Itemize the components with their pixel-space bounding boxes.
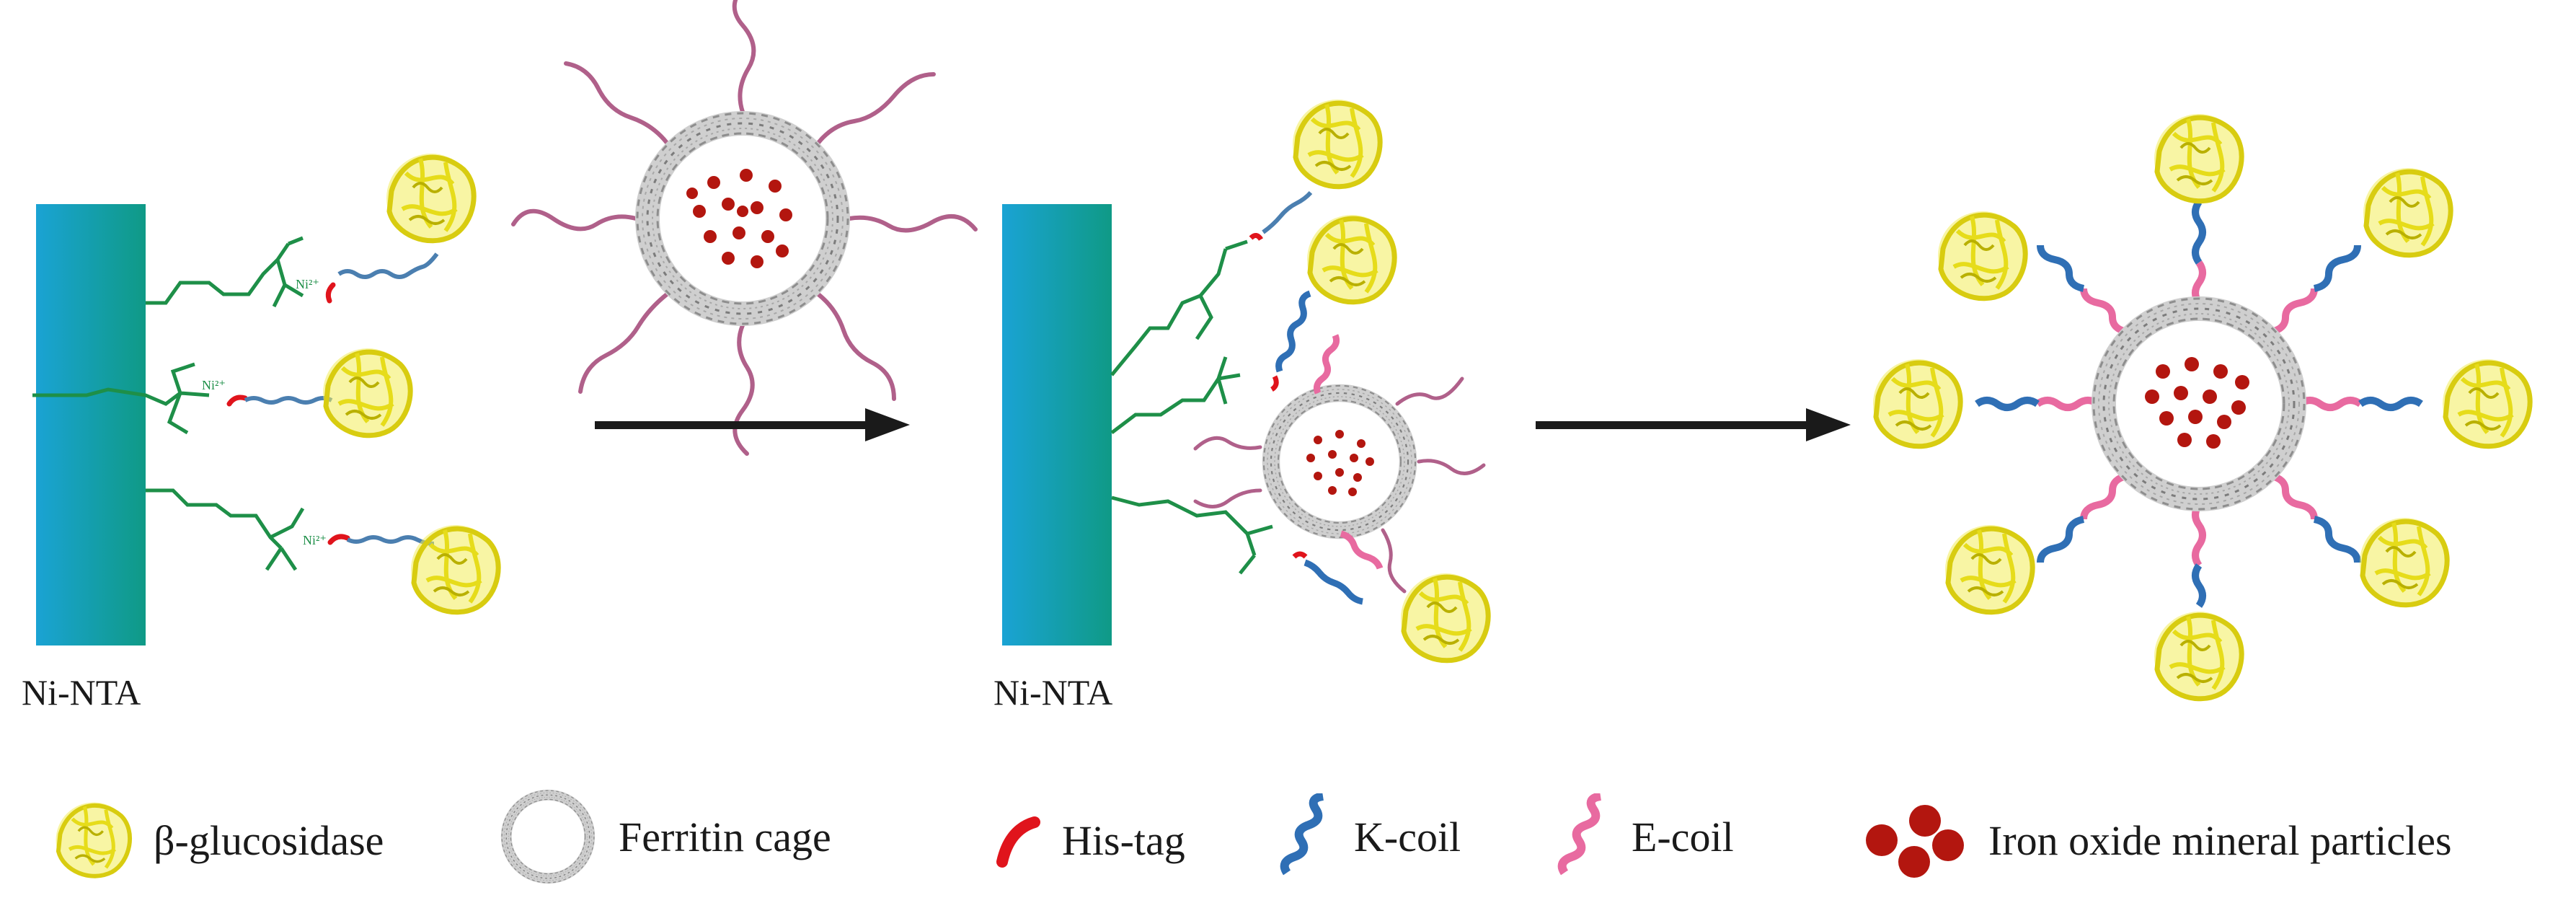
his-tag	[1249, 233, 1264, 241]
surface-label-middle: Ni-NTA	[993, 672, 1113, 713]
svg-text:Ni²⁺: Ni²⁺	[202, 378, 226, 392]
enzyme	[2154, 114, 2244, 203]
legend-item-enzyme: β-glucosidase	[54, 793, 384, 887]
linker-chain	[1262, 190, 1313, 234]
enzyme	[1873, 359, 1962, 449]
arrow-2	[1536, 408, 1851, 441]
ni-nta-surface-left	[36, 204, 146, 645]
enzyme	[323, 348, 412, 438]
legend-item-ferritin: Ferritin cage	[497, 790, 831, 883]
enzyme	[386, 154, 476, 243]
legend-label: His-tag	[1062, 816, 1185, 864]
enzyme	[2154, 612, 2244, 701]
legend-item-iron-oxide: Iron oxide mineral particles	[1860, 793, 2452, 887]
enzyme	[1938, 211, 2027, 301]
enzyme	[2360, 518, 2449, 607]
arrow-1	[595, 408, 910, 441]
legend-item-k-coil: K-coil	[1276, 790, 1461, 883]
enzyme	[2363, 168, 2453, 257]
enzyme	[1293, 100, 1382, 189]
surface-label-left: Ni-NTA	[22, 672, 141, 713]
e-coil	[1314, 334, 1340, 395]
linker-chain	[244, 396, 333, 405]
nta-linker-2: Ni²⁺	[32, 362, 226, 435]
iron-oxide-icon	[1866, 805, 1964, 878]
panel-2	[1002, 100, 1490, 663]
enzyme	[1307, 215, 1397, 304]
legend-label: β-glucosidase	[154, 816, 384, 864]
enzyme-icon	[54, 801, 133, 880]
his-tag	[226, 395, 248, 407]
ni-nta-surface-middle	[1002, 204, 1112, 645]
nta-linker-group	[1110, 239, 1273, 575]
legend-label: E-coil	[1632, 813, 1734, 860]
nta-linker-1: Ni²⁺	[146, 236, 319, 308]
ferritin-with-e-coils	[511, 0, 978, 456]
panel-1: Ni²⁺ Ni²⁺ Ni²⁺	[32, 154, 500, 645]
his-tag	[327, 534, 350, 545]
linker-chain	[337, 252, 439, 279]
enzyme	[1945, 525, 2035, 614]
k-coil	[1304, 559, 1363, 605]
enzyme	[1401, 573, 1490, 663]
enzyme	[411, 525, 500, 614]
k-coil-icon	[1280, 793, 1324, 876]
e-coil	[1340, 530, 1384, 570]
svg-text:Ni²⁺: Ni²⁺	[303, 533, 327, 547]
legend-label: Iron oxide mineral particles	[1988, 816, 2452, 864]
linker-chain	[346, 535, 435, 546]
enzyme	[2443, 359, 2532, 449]
ferritin-cage-icon	[497, 786, 598, 887]
his-tag	[1292, 551, 1308, 559]
panel-3-assembled-complex	[1873, 114, 2532, 701]
e-coil-icon	[1557, 793, 1602, 876]
legend-label: Ferritin cage	[619, 813, 831, 860]
legend-label: K-coil	[1354, 813, 1461, 860]
legend-item-his-tag: His-tag	[991, 793, 1185, 887]
his-tag	[325, 282, 336, 304]
nta-linker-3: Ni²⁺	[146, 488, 327, 571]
svg-text:Ni²⁺: Ni²⁺	[296, 277, 319, 291]
legend-item-e-coil: E-coil	[1554, 790, 1734, 883]
his-tag	[1270, 375, 1279, 392]
k-coil	[1275, 290, 1311, 373]
his-tag-icon	[996, 816, 1040, 868]
